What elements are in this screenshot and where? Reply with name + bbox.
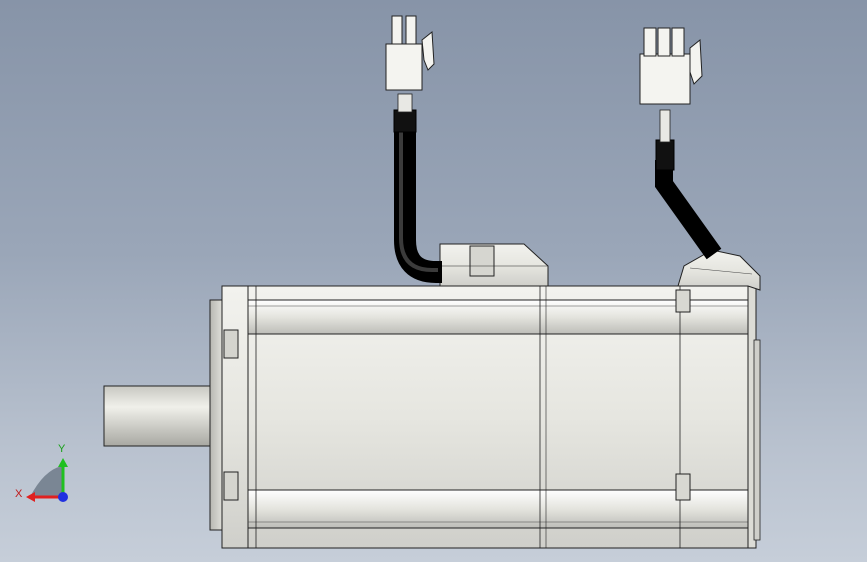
power-cable [394,130,442,283]
encoder-cable [655,160,722,260]
encoder-connector [639,53,691,105]
front-cap [221,285,251,549]
power-connector [385,43,423,91]
orientation-triad[interactable] [26,458,68,502]
triad-x-label: X [15,488,23,500]
bottom-rib [247,489,755,529]
motor-shaft [103,385,215,447]
triad-y-label: Y [58,443,66,455]
top-rib [247,299,755,335]
triad-xz-plane [30,466,62,497]
triad-z-axis [58,492,68,502]
encoder-housing [677,249,761,291]
